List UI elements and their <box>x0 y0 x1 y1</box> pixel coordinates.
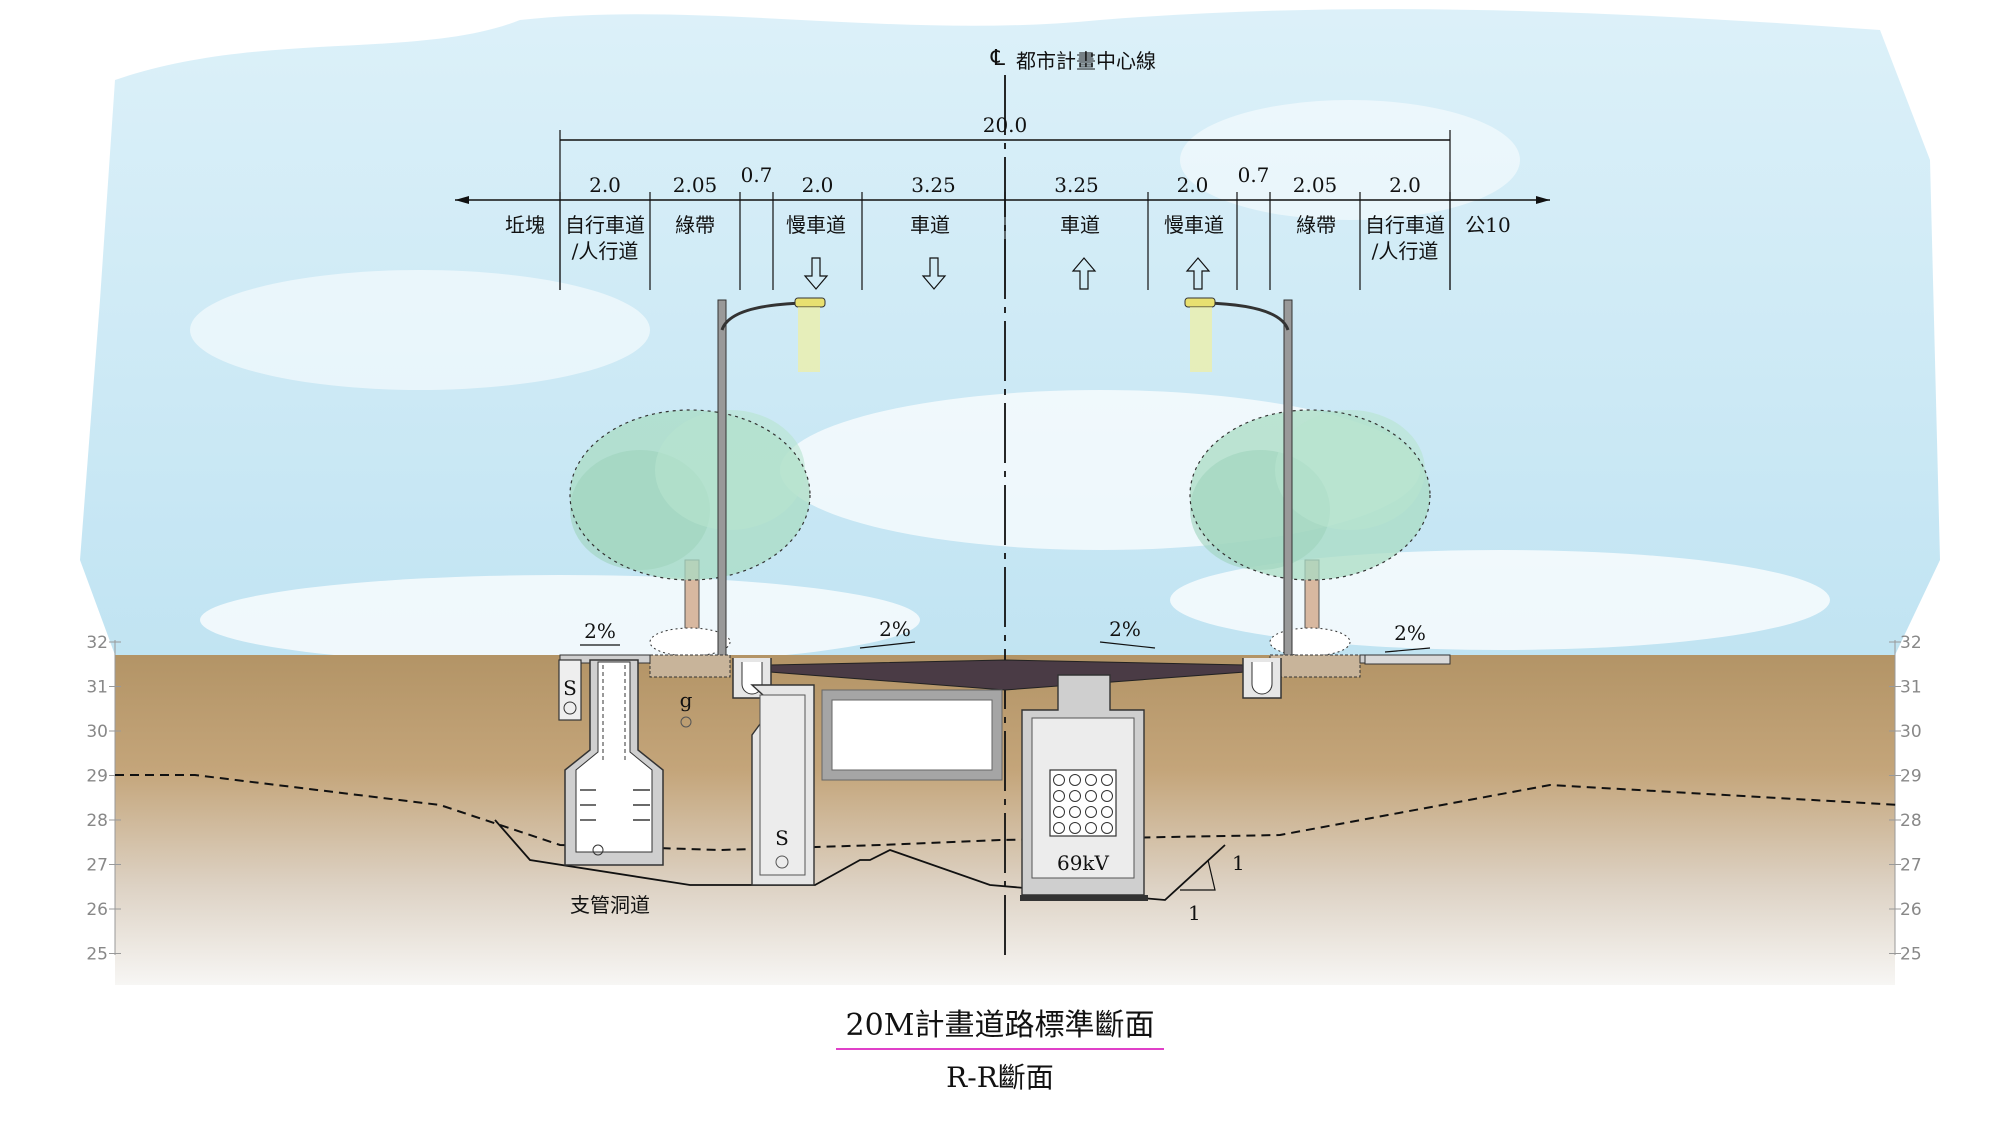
cable-duct <box>1085 806 1097 818</box>
svg-text:S: S <box>563 676 577 700</box>
tree-left <box>569 409 811 661</box>
cable-duct <box>1069 774 1081 786</box>
box-culvert <box>821 689 1003 781</box>
slope-label: 2% <box>879 617 911 641</box>
segment-width-label: 2.05 <box>1293 173 1338 197</box>
road-left-label: 車道 <box>910 213 950 237</box>
slope-ratio-marker: 1 1 <box>1180 851 1245 925</box>
arrow-up-icon <box>1071 257 1097 290</box>
svg-text:S: S <box>775 826 789 850</box>
cable-duct <box>1069 822 1081 834</box>
cable-duct <box>1085 822 1097 834</box>
tree-right <box>1189 409 1431 661</box>
svg-text:1: 1 <box>1232 851 1245 875</box>
arrow-up-icon <box>1185 257 1211 290</box>
lane-labels-right: 車道 慢車道 綠帶 自行車道 /人行道 公10 <box>1060 213 1511 263</box>
cable-duct <box>1053 806 1065 818</box>
slope-label: 2% <box>584 619 616 643</box>
slope-label: 2% <box>1109 617 1141 641</box>
centerline-symbol: ℄ <box>990 46 1006 71</box>
right-sidewalk <box>1364 654 1451 665</box>
elevation-label: 28 <box>86 811 108 831</box>
cable-duct <box>1069 790 1081 802</box>
segment-width-label: 0.7 <box>741 163 773 187</box>
segment-width-label: 2.0 <box>802 173 834 197</box>
sky-background <box>80 9 1940 665</box>
lane-labels-left: 坵塊 自行車道 /人行道 綠帶 慢車道 車道 <box>505 213 950 263</box>
segment-width-label: 2.0 <box>589 173 621 197</box>
arrow-down-icon <box>921 257 947 290</box>
direction-arrows <box>803 257 1211 290</box>
bike-left-line1: 自行車道 <box>565 213 645 237</box>
slow-right-label: 慢車道 <box>1164 213 1224 237</box>
elevation-label: 30 <box>86 722 108 742</box>
svg-text:1: 1 <box>1188 901 1201 925</box>
cable-duct <box>1101 774 1113 786</box>
elevation-label: 32 <box>1900 633 1922 653</box>
elevation-label: 32 <box>86 633 108 653</box>
bike-left-line2: /人行道 <box>572 239 639 263</box>
cable-duct <box>1101 822 1113 834</box>
svg-text:g: g <box>680 688 693 712</box>
cable-duct <box>1053 774 1065 786</box>
elevation-label: 30 <box>1900 722 1922 742</box>
segment-width-label: 2.05 <box>673 173 718 197</box>
elevation-label: 29 <box>1900 767 1922 787</box>
power-duct-69kv: 69kV <box>1020 674 1148 901</box>
power-duct-label: 69kV <box>1057 851 1110 875</box>
elevation-label: 27 <box>1900 856 1922 876</box>
cable-duct <box>1053 822 1065 834</box>
green-left-label: 綠帶 <box>675 213 715 237</box>
sewer-pipe-left: S <box>558 659 582 721</box>
elevation-label: 26 <box>1900 900 1922 920</box>
street-light-left <box>717 297 826 661</box>
cable-duct-grid <box>1053 774 1113 834</box>
elevation-label: 31 <box>86 678 108 698</box>
drawing-title-block: 20M計畫道路標準斷面 R-R斷面 <box>0 1000 2000 1096</box>
sewer-culvert: S <box>750 684 815 886</box>
elevation-label: 25 <box>1900 945 1922 965</box>
cable-duct <box>1101 790 1113 802</box>
branch-tunnel: 支管洞道 <box>564 659 664 917</box>
centerline: ℄ 都市計畫中心線 <box>990 46 1156 955</box>
planter-soil <box>649 654 1361 678</box>
bike-right-line2: /人行道 <box>1372 239 1439 263</box>
elevation-label: 25 <box>86 945 108 965</box>
segment-width-label: 3.25 <box>911 173 956 197</box>
segment-width-label: 2.0 <box>1177 173 1209 197</box>
elevation-scale-left: 32 31 30 29 28 27 26 25 <box>86 633 121 965</box>
elevation-label: 27 <box>86 856 108 876</box>
elevation-label: 26 <box>86 900 108 920</box>
branch-tunnel-label: 支管洞道 <box>570 893 650 917</box>
drawing-title: 20M計畫道路標準斷面 <box>835 1000 1165 1050</box>
segment-width-label: 0.7 <box>1238 163 1270 187</box>
cable-duct <box>1085 790 1097 802</box>
cross-slope-labels: 2% 2% 2% 2% <box>580 617 1431 653</box>
segment-dimensions: 2.0 2.05 0.7 2.0 3.25 3.25 2.0 0.7 2.05 2.0 <box>455 163 1550 290</box>
outside-right-label: 公10 <box>1465 213 1510 237</box>
cable-duct <box>1069 806 1081 818</box>
green-right-label: 綠帶 <box>1296 213 1336 237</box>
elevation-scale-right: 32 31 30 29 28 27 26 25 <box>1889 633 1922 965</box>
slope-label: 2% <box>1394 621 1426 645</box>
segment-width-label: 2.0 <box>1389 173 1421 197</box>
segment-width-label: 3.25 <box>1054 173 1099 197</box>
centerline-label: 都市計畫中心線 <box>1016 49 1156 73</box>
drawing-subtitle: R-R斷面 <box>946 1061 1054 1094</box>
elevation-label: 31 <box>1900 678 1922 698</box>
cable-duct <box>1101 806 1113 818</box>
elevation-label: 28 <box>1900 811 1922 831</box>
slow-left-label: 慢車道 <box>786 213 846 237</box>
road-right-label: 車道 <box>1060 213 1100 237</box>
outside-left-label: 坵塊 <box>505 213 545 237</box>
bike-right-line1: 自行車道 <box>1365 213 1445 237</box>
cable-duct <box>1053 790 1065 802</box>
arrow-down-icon <box>803 257 829 290</box>
cable-duct <box>1085 774 1097 786</box>
gas-pipe: g <box>680 688 693 728</box>
elevation-label: 29 <box>86 767 108 787</box>
